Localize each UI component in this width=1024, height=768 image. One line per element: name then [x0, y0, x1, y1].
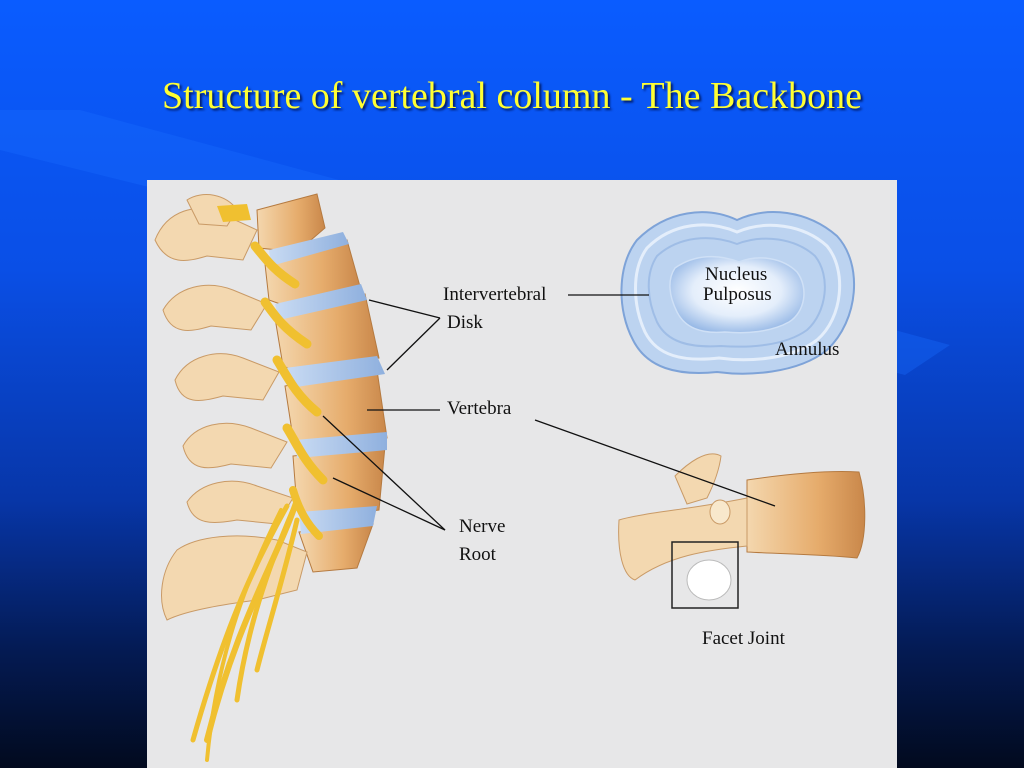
nerve-roots	[190, 241, 328, 762]
spine-diagram: Intervertebral Disk Vertebra Nerve Root …	[147, 180, 897, 768]
facet-joint-box	[671, 541, 739, 609]
leader-lines	[322, 294, 776, 531]
label-intervertebral: Intervertebral	[443, 284, 546, 305]
disk-cross-section	[620, 211, 856, 375]
label-facet-joint: Facet Joint	[702, 628, 786, 649]
label-annulus: Annulus	[775, 339, 839, 360]
label-disk: Disk	[447, 312, 483, 333]
label-nerve: Nerve	[459, 516, 505, 537]
label-nucleus: Nucleus	[705, 264, 767, 285]
intervertebral-disks	[269, 232, 387, 534]
label-root: Root	[459, 544, 497, 565]
diagram-labels: Intervertebral Disk Vertebra Nerve Root …	[443, 264, 839, 649]
spine-column	[154, 193, 388, 762]
label-pulposus: Pulposus	[703, 284, 772, 305]
vertebra-side-view	[618, 453, 866, 609]
nerve-top	[217, 204, 251, 222]
label-vertebra: Vertebra	[447, 398, 512, 419]
slide-title: Structure of vertebral column - The Back…	[162, 75, 862, 117]
spine-illustration: Intervertebral Disk Vertebra Nerve Root …	[154, 193, 866, 762]
